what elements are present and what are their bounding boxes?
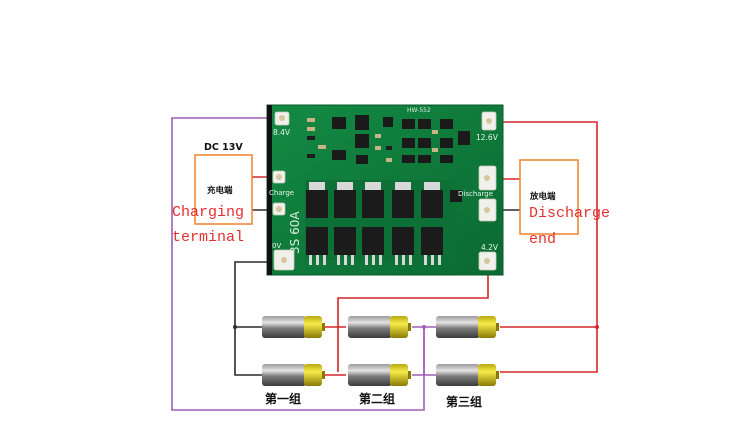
group-label-3: 第三组 xyxy=(446,394,482,409)
wire-4v2-tap xyxy=(337,262,489,372)
charger-label-en-line1: Charging xyxy=(172,204,244,221)
charger-label-en-line2: terminal xyxy=(172,229,244,246)
load-block: 放电端 Discharge end xyxy=(519,159,610,248)
wire-pack-positive-jumper xyxy=(500,327,598,373)
battery-cell xyxy=(262,316,325,338)
pad-label-4v2: 4.2V xyxy=(481,243,499,252)
group-label-2: 第二组 xyxy=(359,391,395,406)
charger-label-cn: 充电端 xyxy=(207,185,233,196)
wire-0v-black xyxy=(234,261,282,376)
bms-board: HW-552 xyxy=(266,104,504,276)
pad-label-12v6: 12.6V xyxy=(476,133,499,142)
load-label-en-line1: Discharge xyxy=(529,205,610,222)
load-box xyxy=(519,159,579,235)
smd-components xyxy=(307,118,438,162)
pad-label-8v4: 8.4V xyxy=(273,128,291,137)
pad-label-discharge: Discharge xyxy=(458,190,493,198)
board-model-label: HW-552 xyxy=(407,107,431,114)
load-label-en-line2: end xyxy=(529,231,556,248)
battery-cell xyxy=(436,364,499,386)
charger-block: DC 13V 充电端 Charging terminal xyxy=(172,142,253,246)
battery-cell xyxy=(436,316,499,338)
charger-box xyxy=(194,154,253,225)
pad-label-0v: 0V xyxy=(272,242,281,250)
battery-pack xyxy=(233,316,599,386)
group-label-1: 第一组 xyxy=(265,391,301,406)
ic-cluster xyxy=(332,115,470,164)
battery-cell xyxy=(348,364,411,386)
battery-cell xyxy=(348,316,411,338)
pad-label-charge: Charge xyxy=(269,189,294,197)
mosfet-array xyxy=(305,180,462,265)
load-label-cn: 放电端 xyxy=(529,191,556,202)
board-spec-label: 3S 60A xyxy=(288,211,302,254)
battery-cell xyxy=(262,364,325,386)
wire-12v6-to-pack-positive xyxy=(490,121,598,328)
charger-voltage-label: DC 13V xyxy=(204,142,243,153)
wire-0v-to-pack-negative xyxy=(171,117,425,411)
